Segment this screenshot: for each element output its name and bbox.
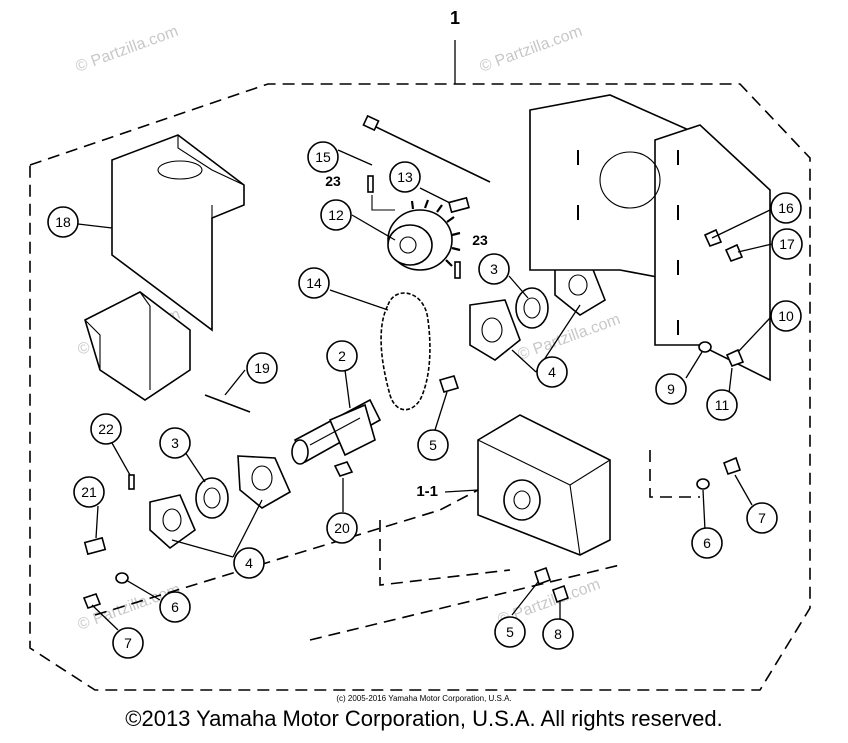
callout-22: 22 — [90, 413, 122, 445]
long-bolt-part-15 — [362, 114, 491, 183]
svg-text:7: 7 — [124, 635, 132, 651]
bolt-part-19 — [204, 394, 251, 413]
svg-text:3: 3 — [171, 435, 179, 451]
svg-text:13: 13 — [397, 169, 413, 185]
svg-text:20: 20 — [334, 520, 350, 536]
svg-text:9: 9 — [667, 381, 675, 397]
svg-text:6: 6 — [703, 535, 711, 551]
callout-14: 14 — [298, 267, 330, 299]
watermark: © Partzilla.com — [74, 23, 181, 76]
svg-text:2: 2 — [338, 348, 346, 364]
callout-4: 4 — [536, 356, 568, 388]
svg-text:7: 7 — [758, 510, 766, 526]
svg-text:22: 22 — [98, 421, 114, 437]
callout-7: 7 — [746, 502, 778, 534]
assembly-boundary — [29, 83, 811, 691]
callout-19: 19 — [246, 352, 278, 384]
callout-6: 6 — [691, 527, 723, 559]
cover-part-18 — [84, 134, 245, 401]
sprocket-part-12 — [387, 196, 470, 271]
svg-text:19: 19 — [254, 360, 270, 376]
chain-part-14 — [380, 292, 431, 411]
callout-17: 17 — [771, 228, 803, 260]
callout-2: 2 — [326, 340, 358, 372]
svg-text:14: 14 — [306, 275, 322, 291]
copyright-notice: ©2013 Yamaha Motor Corporation, U.S.A. A… — [125, 706, 723, 731]
callout-20: 20 — [326, 512, 358, 544]
pin-23-label: 23 — [325, 173, 341, 189]
subassembly-label: 1-1 — [416, 483, 438, 500]
svg-text:12: 12 — [328, 207, 344, 223]
svg-text:17: 17 — [779, 236, 795, 252]
callout-12: 12 — [320, 199, 352, 231]
callout-18: 18 — [47, 206, 79, 238]
callout-5: 5 — [417, 429, 449, 461]
svg-text:4: 4 — [548, 364, 556, 380]
svg-text:18: 18 — [55, 214, 71, 230]
callout-8: 8 — [542, 618, 574, 650]
callout-4: 4 — [233, 547, 265, 579]
assembly-lines — [94, 450, 700, 641]
svg-text:8: 8 — [554, 626, 562, 642]
copyright-small: (c) 2005-2016 Yamaha Motor Corporation, … — [336, 694, 512, 703]
callout-16: 16 — [770, 192, 802, 224]
callout-21: 21 — [73, 476, 105, 508]
svg-text:6: 6 — [171, 599, 179, 615]
svg-text:16: 16 — [778, 200, 794, 216]
bearing-part-3-left — [149, 455, 292, 550]
leader-lines — [77, 149, 773, 631]
svg-text:5: 5 — [429, 437, 437, 453]
svg-text:15: 15 — [315, 149, 331, 165]
bearing-part-3-right — [469, 259, 606, 361]
callout-7: 7 — [112, 627, 144, 659]
callout-6: 6 — [159, 591, 191, 623]
pin-23-label: 23 — [472, 232, 488, 248]
callout-3: 3 — [159, 427, 191, 459]
frame-plates — [529, 94, 771, 382]
callout-10: 10 — [770, 300, 802, 332]
svg-text:11: 11 — [715, 397, 730, 413]
svg-text:4: 4 — [245, 555, 253, 571]
callout-13: 13 — [389, 161, 421, 193]
callout-9: 9 — [655, 373, 687, 405]
housing-part-1-1 — [477, 414, 611, 556]
svg-text:10: 10 — [778, 308, 794, 324]
callout-15: 15 — [307, 141, 339, 173]
callout-5: 5 — [494, 616, 526, 648]
fasteners — [82, 228, 745, 609]
watermark: © Partzilla.com — [478, 23, 585, 76]
shaft-part-2 — [291, 398, 382, 465]
svg-text:21: 21 — [81, 484, 97, 500]
pin-part-23 — [367, 175, 461, 279]
svg-text:3: 3 — [490, 261, 498, 277]
callout-3: 3 — [478, 253, 510, 285]
callout-11: 11 — [706, 389, 738, 421]
assembly-number: 1 — [450, 8, 460, 28]
svg-text:5: 5 — [506, 624, 514, 640]
